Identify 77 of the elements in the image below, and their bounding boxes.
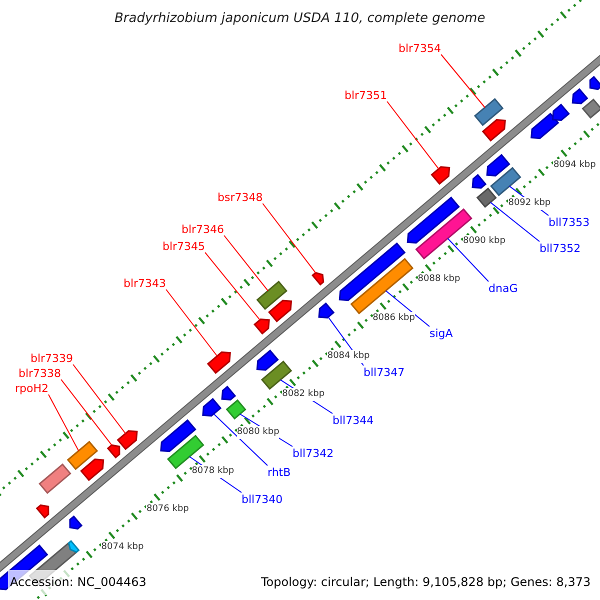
leader-line	[213, 413, 268, 466]
gene-label: bll7352	[540, 242, 581, 254]
gene-feature	[472, 174, 487, 189]
gene-label: blr7345	[162, 240, 206, 252]
gene-label: rpoH2	[15, 382, 49, 394]
gene-label: bll7347	[364, 366, 405, 378]
gene-feature	[530, 112, 560, 140]
gene-feature	[268, 300, 292, 322]
gene-feature	[226, 399, 246, 420]
leader-line	[72, 364, 126, 434]
leader-line	[447, 238, 489, 282]
leader-line	[60, 379, 112, 446]
leader-line	[166, 289, 218, 356]
gene-feature	[80, 458, 104, 482]
gene-feature	[66, 440, 98, 470]
scale-label: 8080 kbp	[236, 426, 280, 440]
gene-feature	[256, 280, 288, 310]
gene-feature	[430, 166, 450, 185]
gene-feature	[160, 419, 196, 452]
scale-label: 8092 kbp	[508, 197, 551, 210]
gene-label: bll7344	[332, 414, 374, 426]
gene-feature	[482, 119, 506, 142]
map-title: Bradyrhizobium japonicum USDA 110, complete genome	[114, 12, 486, 24]
scale-label: 8074 kbp	[101, 540, 144, 554]
gene-feature	[202, 398, 222, 417]
scale-label: 8076 kbp	[146, 502, 189, 516]
gene-feature	[116, 430, 138, 450]
gene-feature	[256, 349, 279, 371]
gene-feature	[486, 154, 510, 177]
gene-label: bsr7348	[218, 190, 263, 204]
scale-label: 8082 kbp	[282, 388, 325, 402]
gene-feature	[318, 302, 335, 319]
gene-label: rhtB	[268, 466, 291, 478]
leader-line	[48, 394, 80, 452]
gene-label: blr7354	[398, 42, 442, 54]
gene-feature	[582, 98, 600, 119]
gene-label: sigA	[430, 326, 453, 340]
gene-feature	[206, 351, 231, 374]
gene-feature	[474, 98, 504, 126]
leader-line	[386, 101, 440, 170]
gene-feature	[221, 386, 236, 400]
gene-feature	[312, 272, 324, 286]
gene-label: blr7343	[124, 276, 166, 290]
gene-label: bll7353	[548, 216, 590, 228]
leader-line	[490, 202, 540, 242]
leader-line	[262, 203, 316, 274]
scale-label: 8078 kbp	[192, 464, 234, 478]
gene-feature	[68, 540, 80, 553]
gene-label: blr7351	[344, 88, 388, 102]
gene-feature	[38, 463, 72, 494]
gene-feature	[106, 444, 120, 459]
gene-feature	[490, 166, 522, 196]
gene-feature	[69, 515, 83, 530]
scale-label: 8084 kbp	[327, 350, 370, 363]
gene-feature	[572, 88, 588, 104]
genome-summary: Topology: circular; Length: 9,105,828 bp; Genes: 8,373	[261, 576, 591, 588]
gene-label: blr7339	[30, 352, 74, 364]
gene-feature	[589, 76, 600, 90]
gene-feature	[406, 196, 460, 244]
gene-label: blr7338	[18, 366, 62, 380]
gene-feature	[338, 242, 406, 302]
gene-feature	[552, 104, 570, 122]
gene-label: bll7342	[292, 446, 334, 460]
gene-label: blr7346	[182, 222, 224, 236]
gene-feature	[36, 504, 50, 519]
scale-label: 8094 kbp	[553, 158, 596, 172]
gene-label: bll7340	[242, 492, 283, 506]
gene-feature	[476, 188, 497, 208]
gene-label: dnaG	[488, 282, 518, 294]
scale-label: 8086 kbp	[372, 312, 415, 325]
leader-line	[440, 54, 486, 108]
gene-feature	[260, 360, 292, 390]
gene-feature	[253, 318, 270, 335]
gene-feature	[350, 258, 414, 314]
leader-line	[385, 290, 430, 327]
leader-line	[204, 252, 260, 320]
leader-line	[224, 235, 268, 292]
